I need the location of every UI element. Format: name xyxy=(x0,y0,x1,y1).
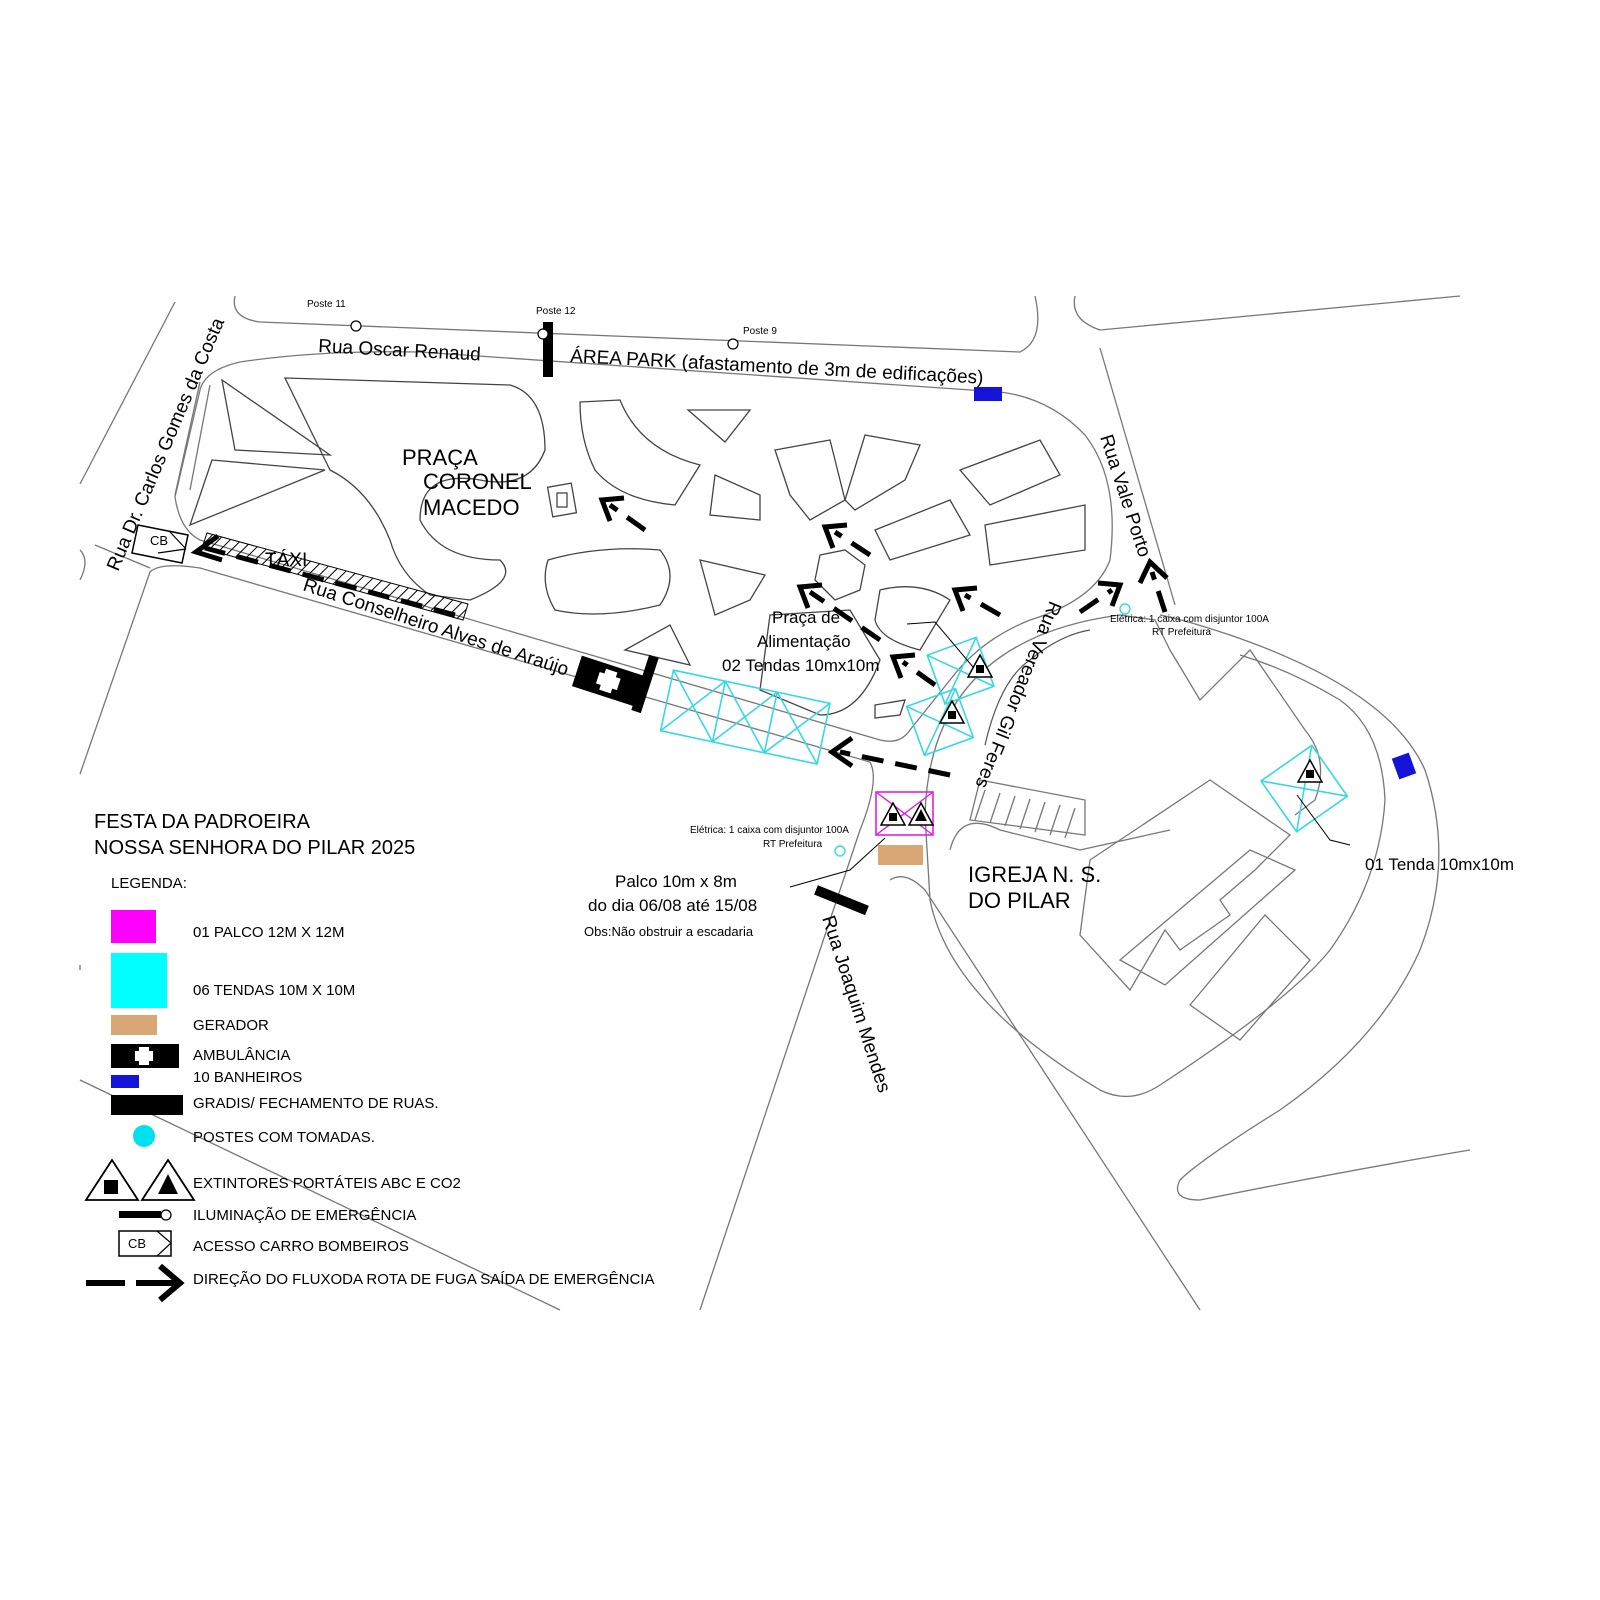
extinguisher-square xyxy=(938,699,966,724)
street-oscar-renaud: Rua Oscar Renaud xyxy=(318,336,482,365)
outlet-pole xyxy=(834,845,846,857)
bathrooms xyxy=(974,387,1417,780)
route-arrow xyxy=(1078,580,1124,615)
legend-pole-label: POSTES COM TOMADAS. xyxy=(193,1129,375,1146)
legend-barrier-swatch xyxy=(111,1095,183,1115)
church-line-2: DO PILAR xyxy=(968,888,1071,913)
legend-pole-swatch xyxy=(133,1125,155,1147)
church-line-1: IGREJA N. S. xyxy=(968,862,1101,887)
pole-9-label: Poste 9 xyxy=(743,326,777,337)
ambulance-marker xyxy=(571,655,647,708)
legend-bathroom-label: 10 BANHEIROS xyxy=(193,1069,302,1086)
electric-note-2: Elétrica: 1 caixa com disjuntor 100A xyxy=(690,825,849,836)
route-arrow xyxy=(889,652,937,688)
legend-tent-label: 06 TENDAS 10M X 10M xyxy=(193,982,355,999)
leader-lines xyxy=(789,621,1351,888)
firetruck-access-map: CB xyxy=(131,524,189,564)
cb-map-label: CB xyxy=(150,533,168,548)
street-vale-porto: Rua Vale Porto xyxy=(1095,432,1154,560)
stage-note-2: do dia 06/08 até 15/08 xyxy=(588,896,757,915)
bathroom-marker xyxy=(974,387,1002,401)
legend-emergency-light-icon xyxy=(119,1209,172,1221)
route-arrow xyxy=(1137,557,1169,613)
legend-ambulance-label: AMBULÂNCIA xyxy=(193,1047,291,1064)
pole-12 xyxy=(537,328,549,340)
legend-route-arrow-icon xyxy=(86,1263,185,1303)
stage-marker xyxy=(875,791,934,865)
legend-stage-label: 01 PALCO 12M X 12M xyxy=(193,924,344,941)
food-area-line-2: Alimentação xyxy=(757,632,851,651)
pole-9 xyxy=(727,338,739,350)
electric-note-1: Elétrica: 1 caixa com disjuntor 100A xyxy=(1110,614,1269,625)
legend-extinguisher-triangle-icon xyxy=(140,1158,196,1201)
food-area-line-1: Praça de xyxy=(772,608,840,627)
route-arrow xyxy=(827,735,951,778)
barrier xyxy=(543,322,553,377)
legend-generator-label: GERADOR xyxy=(193,1017,269,1034)
road-outlines xyxy=(79,295,1471,1311)
title-line-1: FESTA DA PADROEIRA xyxy=(94,811,311,833)
stage-note-3: Obs:Não obstruir a escadaria xyxy=(584,924,754,939)
electric-note-1b: RT Prefeitura xyxy=(1152,627,1212,638)
legend-firetruck-label: ACESSO CARRO BOMBEIROS xyxy=(193,1238,409,1255)
tent-food-1 xyxy=(926,636,995,706)
legend-stage-swatch xyxy=(111,910,156,943)
street-conselheiro: Rua Conselheiro Alves de Araújo xyxy=(300,575,571,681)
pole-12-label: Poste 12 xyxy=(536,306,576,317)
legend-heading: LEGENDA: xyxy=(111,875,187,892)
stage-note-1: Palco 10m x 8m xyxy=(615,872,737,891)
route-arrow xyxy=(190,533,456,618)
legend-ambulance-swatch xyxy=(111,1044,179,1068)
legend-extinguisher-label: EXTINTORES PORTÁTEIS ABC E CO2 xyxy=(193,1175,461,1192)
extinguisher-square xyxy=(879,801,907,826)
park-beds xyxy=(174,377,1086,719)
church-building xyxy=(969,779,1311,1041)
legend-bathroom-swatch xyxy=(111,1075,139,1088)
title-line-2: NOSSA SENHORA DO PILAR 2025 xyxy=(94,837,415,859)
legend-emergency-light-label: ILUMINAÇÃO DE EMERGÊNCIA xyxy=(193,1207,416,1224)
legend-cb-text: CB xyxy=(128,1236,146,1251)
tent-row-street xyxy=(659,669,831,765)
route-arrow xyxy=(796,582,882,643)
extinguisher-triangle xyxy=(907,801,935,826)
street-joaquim-mendes: Rua Joaquim Mendes xyxy=(817,913,894,1095)
legend-generator-swatch xyxy=(111,1015,157,1035)
barrier xyxy=(814,885,869,916)
route-arrow xyxy=(951,585,1002,618)
tent-note: 01 Tenda 10mx10m xyxy=(1365,855,1514,874)
legend-firetruck-icon: CB xyxy=(118,1230,172,1257)
area-park-label: ÁREA PARK (afastamento de 3m de edificaç… xyxy=(570,346,984,389)
route-arrow xyxy=(598,495,647,533)
legend-route-label: DIREÇÃO DO FLUXODA ROTA DE FUGA SAÍDA DE… xyxy=(193,1271,654,1288)
food-area-line-3: 02 Tendas 10mx10m xyxy=(722,656,880,675)
legend-extinguisher-square-icon xyxy=(84,1158,140,1201)
poles xyxy=(350,320,1131,857)
extinguishers xyxy=(879,653,1324,826)
praca-line-2: CORONEL xyxy=(423,469,532,494)
legend-tent-swatch xyxy=(111,953,167,1008)
tent-church xyxy=(1259,744,1349,833)
tents xyxy=(659,636,1349,833)
outlet-pole xyxy=(1119,603,1131,615)
praca-line-1: PRAÇA xyxy=(402,445,478,470)
route-arrow xyxy=(821,522,872,558)
pole-11-label: Poste 11 xyxy=(307,299,346,310)
pole-11 xyxy=(350,320,362,332)
street-vereador: Rua Vereador Gil Feres xyxy=(971,598,1065,791)
extinguisher-square xyxy=(1296,758,1324,783)
legend-barrier-label: GRADIS/ FECHAMENTO DE RUAS. xyxy=(193,1095,439,1112)
emergency-routes xyxy=(190,495,1169,778)
extinguisher-square xyxy=(966,653,994,678)
legend: FESTA DA PADROEIRA NOSSA SENHORA DO PILA… xyxy=(84,811,654,1303)
electric-note-2b: RT Prefeitura xyxy=(763,839,823,850)
praca-line-3: MACEDO xyxy=(423,495,520,520)
bathroom-marker xyxy=(1391,752,1417,780)
generator-marker xyxy=(878,845,923,865)
